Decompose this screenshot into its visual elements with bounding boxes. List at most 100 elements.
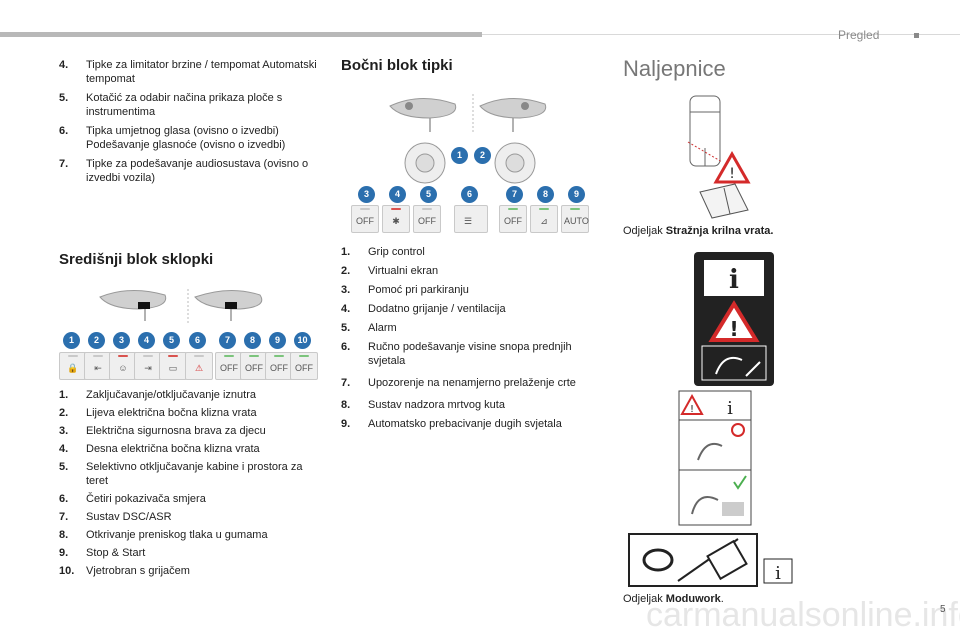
list-item: 9.Automatsko prebacivanje dugih svjetala (341, 418, 562, 430)
hazard-icon: ⚠ (194, 363, 204, 373)
side-dashboard-illustration (389, 94, 547, 134)
stickers-title: Naljepnice (623, 56, 726, 81)
list-item: 9.Stop & Start (59, 547, 146, 559)
windscreen-icon: OFF (295, 363, 313, 373)
badge-2: 2 (88, 332, 105, 349)
svg-text:!: ! (729, 317, 738, 341)
key-right-door: ⇥ (134, 352, 162, 380)
center-block-list: 1.Zaključavanje/otključavanje iznutra 2.… (59, 388, 319, 582)
list-item: 3.Pomoć pri parkiranju (341, 284, 469, 296)
page-number: 5 (940, 604, 946, 615)
badge-10: 10 (294, 332, 311, 349)
parking-icon: OFF (356, 216, 374, 226)
svg-text:i: i (775, 563, 781, 584)
badge-4: 4 (389, 186, 406, 203)
list-item: 1.Grip control (341, 246, 425, 258)
badge-1: 1 (451, 147, 468, 164)
list-item: 7.Tipke za podešavanje audiosustava (ovi… (59, 158, 309, 184)
badge-2: 2 (474, 147, 491, 164)
key-dsc: OFF (215, 352, 243, 380)
key-alarm: OFF (413, 205, 441, 233)
list-item: 7.Upozorenje na nenamjerno prelaženje cr… (341, 377, 576, 389)
badge-3: 3 (113, 332, 130, 349)
badge-6: 6 (189, 332, 206, 349)
stop-start-icon: OFF (270, 363, 288, 373)
list-item: 6.Četiri pokazivača smjera (59, 493, 206, 505)
list-item: 3.Električna sigurnosna brava za djecu (59, 425, 266, 437)
badge-3: 3 (358, 186, 375, 203)
badge-7: 7 (219, 332, 236, 349)
list-item: 4.Dodatno grijanje / ventilacija (341, 303, 506, 315)
side-block-list: 1.Grip control 2.Virtualni ekran 3.Pomoć… (341, 245, 603, 436)
header-line (482, 34, 960, 35)
svg-text:i: i (727, 398, 733, 419)
key-auto-beam: AUTO (561, 205, 589, 233)
key-headlamp: ☰ (454, 205, 488, 233)
header-bar (0, 32, 482, 37)
key-left-door: ⇤ (84, 352, 112, 380)
list-item: 5.Selektivno otključavanje kabine i pros… (59, 461, 303, 487)
center-block-title: Središnji blok sklopki (59, 251, 214, 268)
list-item: 5.Alarm (341, 322, 397, 334)
list-item: 8.Otkrivanje preniskog tlaka u gumama (59, 529, 268, 541)
key-parking: OFF (351, 205, 379, 233)
sticker-caption-rear-doors: Odjeljak Stražnja krilna vrata. (623, 225, 774, 237)
side-block-title: Bočni blok tipki (341, 57, 453, 74)
badge-8: 8 (537, 186, 554, 203)
steering-controls-list: 4.Tipke za limitator brzine / tempomat A… (59, 58, 319, 190)
key-stop-start: OFF (265, 352, 293, 380)
badge-1: 1 (63, 332, 80, 349)
badge-9: 9 (568, 186, 585, 203)
key-cargo: ▭ (159, 352, 187, 380)
sticker-caption-moduwork: Odjeljak Moduwork. (623, 593, 724, 605)
lane-icon: OFF (504, 216, 522, 226)
badge-7: 7 (506, 186, 523, 203)
key-lane: OFF (499, 205, 527, 233)
section-label: Pregled (838, 28, 880, 42)
child-icon: ☺ (118, 363, 128, 373)
badge-4: 4 (138, 332, 155, 349)
list-item: 2.Lijeva električna bočna klizna vrata (59, 407, 257, 419)
van-rear-sticker-illustration: ! (687, 95, 751, 219)
list-item: 6.Tipka umjetnog glasa (ovisno o izvedbi… (59, 125, 286, 151)
badge-5: 5 (163, 332, 180, 349)
airbag-sticker-illustration: i ! (694, 252, 774, 386)
lock-icon: 🔒 (67, 363, 79, 373)
badge-8: 8 (244, 332, 261, 349)
heater-icon: ✱ (392, 216, 400, 226)
list-item: 6.Ručno podešavanje visine snopa prednji… (341, 341, 572, 367)
list-item: 8.Sustav nadzora mrtvog kuta (341, 399, 505, 411)
badge-6: 6 (461, 186, 478, 203)
key-windscreen: OFF (290, 352, 318, 380)
header-square (914, 33, 919, 38)
list-item: 5.Kotačić za odabir načina prikaza ploče… (59, 92, 283, 118)
alarm-icon: OFF (418, 216, 436, 226)
tyre-icon: OFF (245, 363, 263, 373)
rotary-controls-illustration (404, 142, 536, 184)
badge-5: 5 (420, 186, 437, 203)
list-item: 4.Tipke za limitator brzine / tempomat A… (59, 59, 317, 85)
list-item: 2.Virtualni ekran (341, 265, 439, 277)
watermark: carmanualsonline.info (646, 596, 960, 634)
key-heating: ✱ (382, 205, 410, 233)
van-icon: ▭ (168, 363, 178, 373)
child-seat-sticker-illustration: ! i (678, 390, 752, 526)
key-tyre: OFF (240, 352, 268, 380)
key-hazard: ⚠ (185, 352, 213, 380)
moduwork-sticker-illustration: i (628, 533, 793, 587)
key-child-lock: ☺ (109, 352, 137, 380)
svg-text:!: ! (690, 404, 694, 415)
headlamp-icon: ☰ (463, 216, 473, 226)
key-lock: 🔒 (59, 352, 87, 380)
auto-beam-icon: AUTO (564, 216, 589, 226)
badge-9: 9 (269, 332, 286, 349)
blind-spot-icon: ⊿ (540, 216, 548, 226)
svg-text:i: i (729, 265, 739, 295)
list-item: 4.Desna električna bočna klizna vrata (59, 443, 260, 455)
svg-text:!: ! (729, 166, 735, 182)
list-item: 10.Vjetrobran s grijačem (59, 565, 190, 577)
center-dashboard-illustration (99, 289, 263, 323)
door-icon: ⇥ (144, 363, 152, 373)
key-blind-spot: ⊿ (530, 205, 558, 233)
list-item: 7.Sustav DSC/ASR (59, 511, 172, 523)
